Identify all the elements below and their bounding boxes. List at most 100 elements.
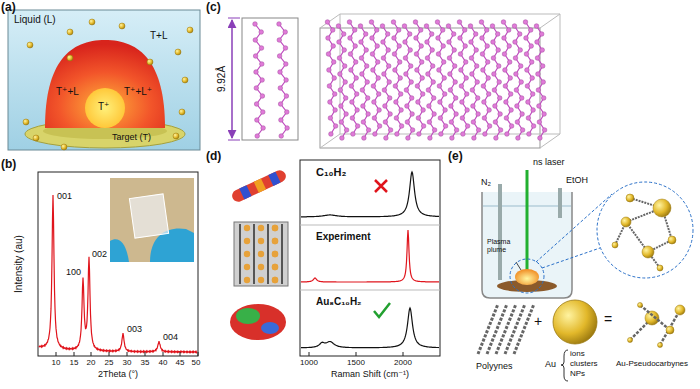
carbon-atom xyxy=(353,60,358,65)
carbon-atom xyxy=(393,68,398,73)
carbon-atom xyxy=(339,104,344,109)
peak-label: 002 xyxy=(92,250,107,260)
dimension-tick xyxy=(228,140,240,141)
gold-cluster xyxy=(653,199,671,217)
carbon-atom xyxy=(460,116,465,121)
carbon-atom xyxy=(381,56,386,61)
carbon-atom xyxy=(331,60,336,65)
rod-molecule xyxy=(230,168,288,203)
tick-label: 10 xyxy=(52,359,61,368)
carbon-atom xyxy=(382,72,387,77)
carbon-atom xyxy=(420,76,425,81)
panel-letter: (d) xyxy=(206,150,221,163)
carbon-atom xyxy=(471,104,476,109)
carbon-atom xyxy=(417,132,422,137)
carbon-atom xyxy=(479,20,484,25)
carbon-atom xyxy=(407,32,412,37)
carbon-atom xyxy=(419,60,424,65)
carbon-atom xyxy=(470,88,475,93)
carbon-atom xyxy=(353,44,358,49)
carbon-atom xyxy=(416,116,421,121)
laser-label: ns laser xyxy=(533,158,565,168)
carbon-atom xyxy=(388,112,393,117)
carbon-atom xyxy=(514,72,519,77)
carbon-atom xyxy=(435,20,440,25)
carbon-atom xyxy=(502,36,507,41)
carbon-atom xyxy=(339,120,344,125)
carbon-atom xyxy=(328,100,333,105)
carbon-atom xyxy=(513,56,518,61)
carbon-atom xyxy=(431,80,436,85)
carbon-atom xyxy=(369,20,374,25)
tick-mark xyxy=(309,352,310,356)
tick-mark xyxy=(403,352,404,356)
carbon-atom xyxy=(419,44,424,49)
carbon-atom xyxy=(518,64,523,69)
cross-mark xyxy=(375,180,387,192)
carbon-atom xyxy=(481,68,486,73)
carbon-atom xyxy=(255,134,260,139)
carbon-atom xyxy=(541,96,546,101)
carbon-atom xyxy=(279,134,284,139)
carbon-atom xyxy=(394,116,399,121)
carbon-atom xyxy=(453,96,458,101)
panel-letter: (c) xyxy=(206,1,221,14)
carbon-atom xyxy=(372,100,377,105)
carbon-atom xyxy=(480,36,485,41)
carbon-atom xyxy=(342,64,347,69)
gold-ion xyxy=(658,343,663,348)
carbon-atom xyxy=(513,40,518,45)
carbon-atom xyxy=(343,80,348,85)
charge-blob xyxy=(261,322,279,334)
raman-trace xyxy=(301,230,439,282)
carbon-atom xyxy=(431,96,436,101)
panel-a-art xyxy=(8,10,200,150)
carbon-atom xyxy=(398,76,403,81)
carbon-atom xyxy=(393,84,398,89)
gold-particle xyxy=(179,109,185,115)
carbon-atom xyxy=(529,44,534,49)
carbon-atom xyxy=(364,64,369,69)
carbon-atom xyxy=(371,84,376,89)
gold-cluster xyxy=(666,326,674,334)
carbon-atom xyxy=(363,32,368,37)
carbon-atom xyxy=(397,44,402,49)
carbon-atom xyxy=(443,124,448,129)
carbon-atom xyxy=(509,124,514,129)
product-label: Au xyxy=(545,360,556,370)
gold-cluster xyxy=(626,194,634,202)
gold-particle xyxy=(175,49,181,55)
gold-particle xyxy=(27,42,33,48)
gold-atom xyxy=(272,225,278,231)
carbon-atom xyxy=(535,56,540,61)
carbon-atom xyxy=(398,92,403,97)
tick-label: 1500 xyxy=(347,359,365,368)
carbon-atom xyxy=(391,20,396,25)
equals-sign: = xyxy=(604,312,612,327)
carbon-atom xyxy=(503,84,508,89)
carbon-atom xyxy=(404,88,409,93)
carbon-atom xyxy=(341,32,346,37)
carbon-atom xyxy=(526,116,531,121)
carbon-atom xyxy=(535,40,540,45)
raman-frame xyxy=(300,160,440,356)
gas-label: N₂ xyxy=(481,178,491,188)
carbon-atom xyxy=(360,72,365,77)
supercell-back xyxy=(320,14,560,148)
peak-label: 100 xyxy=(66,268,81,278)
carbon-atom xyxy=(408,48,413,53)
gold-atom xyxy=(258,238,264,244)
carbon-atom xyxy=(527,132,532,137)
carbon-atom xyxy=(430,64,435,69)
carbon-atom xyxy=(371,68,376,73)
carbon-atom xyxy=(428,136,433,141)
carbon-atom xyxy=(492,88,497,93)
gold-cluster xyxy=(675,305,685,315)
check-mark xyxy=(374,303,390,317)
carbon-atom xyxy=(509,108,514,113)
carbon-atom xyxy=(482,116,487,121)
tick-label: 20 xyxy=(87,359,96,368)
carbon-atom xyxy=(338,88,343,93)
carbon-atom xyxy=(279,118,284,123)
